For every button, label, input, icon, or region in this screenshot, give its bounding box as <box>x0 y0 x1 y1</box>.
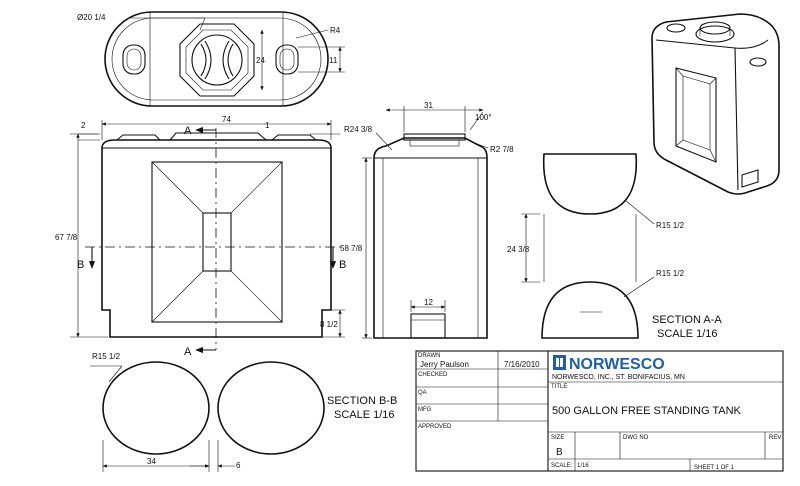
section-a-scale: SCALE 1/16 <box>657 328 718 340</box>
tb-company-address: NORWESCO, INC., ST. BONIFACIUS, MN <box>552 374 685 381</box>
front-view: A A B B 74 2 1 67 7/8 8 1/2 <box>55 115 346 358</box>
tb-dwg-label: DWG NO <box>623 435 649 441</box>
dim-front-height: 67 7/8 <box>55 233 78 242</box>
fill-cap-octagon <box>179 23 255 97</box>
side-view-outline <box>373 137 488 339</box>
tb-scale: 1/16 <box>577 463 589 469</box>
tb-drawn-label: DRAWN <box>418 353 440 359</box>
dim-side-12: 12 <box>424 298 433 307</box>
side-view: 31 100° R24 3/8 R2 7/8 58 7/8 12 <box>340 101 514 339</box>
iso-outline <box>651 13 780 195</box>
front-recess <box>202 212 232 272</box>
dim-side-angle: 100° <box>475 113 492 122</box>
fill-cap-circle <box>191 34 243 86</box>
section-b: R15 1/2 34 6 SECTION B-B SCALE 1/16 <box>90 352 397 472</box>
section-a-bottom-dome <box>541 281 639 339</box>
section-mark-b-right: B <box>339 259 346 271</box>
dim-top-11: 11 <box>329 56 338 65</box>
isometric-view <box>651 13 780 195</box>
dim-top-24: 24 <box>256 56 265 65</box>
dim-front-2: 2 <box>81 121 86 130</box>
tb-approved-label: APPROVED <box>418 424 452 430</box>
left-port <box>122 44 146 75</box>
tb-scale-label: SCALE: <box>551 463 573 469</box>
dim-front-74: 74 <box>222 115 231 124</box>
tb-rev-label: REV <box>769 435 781 441</box>
tb-drawn-date: 7/16/2010 <box>504 360 540 369</box>
dim-secb-6: 6 <box>236 461 241 470</box>
section-a-title: SECTION A-A <box>652 314 722 326</box>
iso-cap <box>695 25 735 43</box>
dim-seca-r2: R15 1/2 <box>656 269 685 278</box>
tb-size-label: SIZE <box>551 435 564 441</box>
front-view-outline <box>101 139 332 338</box>
section-mark-a-bottom: A <box>184 346 192 358</box>
section-b-scale: SCALE 1/16 <box>334 409 395 421</box>
dim-secb-34: 34 <box>147 457 156 466</box>
company-logo: NORWESCO <box>569 356 665 373</box>
title-block: DRAWN Jerry Paulson 7/16/2010 CHECKED QA… <box>415 350 784 472</box>
dim-side-r24: R24 3/8 <box>344 125 373 134</box>
tb-mfg-label: MFG <box>418 407 432 413</box>
section-b-right-circle <box>217 361 325 455</box>
dim-side-31: 31 <box>424 101 433 110</box>
section-mark-b-left: B <box>77 259 84 271</box>
section-mark-a-top: A <box>184 125 192 137</box>
top-view-outline <box>104 11 329 107</box>
dim-front-base: 8 1/2 <box>320 320 338 329</box>
tb-title-label: TITLE <box>551 384 567 390</box>
right-port <box>275 44 299 75</box>
dim-side-height: 58 7/8 <box>340 244 363 253</box>
dim-front-1: 1 <box>265 121 270 130</box>
tb-checked-label: CHECKED <box>418 372 448 378</box>
company-logo-mark <box>553 355 566 370</box>
dim-top-diameter: Ø20 1/4 <box>77 13 106 22</box>
section-a: 24 3/8 R15 1/2 R15 1/2 SECTION A-A SCALE… <box>507 153 722 340</box>
dim-secb-r: R15 1/2 <box>92 352 121 361</box>
side-outlet <box>410 313 446 339</box>
dim-side-r2: R2 7/8 <box>490 145 514 154</box>
dim-seca-r1: R15 1/2 <box>656 221 685 230</box>
tb-qa-label: QA <box>418 390 427 396</box>
top-view: Ø20 1/4 24 11 R4 <box>77 11 345 107</box>
dim-seca-24: 24 3/8 <box>507 245 530 254</box>
dim-top-r4: R4 <box>330 26 341 35</box>
tb-size: B <box>556 447 563 458</box>
section-a-top-dome <box>542 153 638 215</box>
section-b-title: SECTION B-B <box>327 395 397 407</box>
tb-title: 500 GALLON FREE STANDING TANK <box>552 405 742 417</box>
tb-drawn-name: Jerry Paulson <box>420 360 469 369</box>
tb-sheet: SHEET 1 OF 1 <box>694 465 735 471</box>
section-b-left-circle <box>102 361 210 455</box>
front-panel <box>151 161 283 323</box>
